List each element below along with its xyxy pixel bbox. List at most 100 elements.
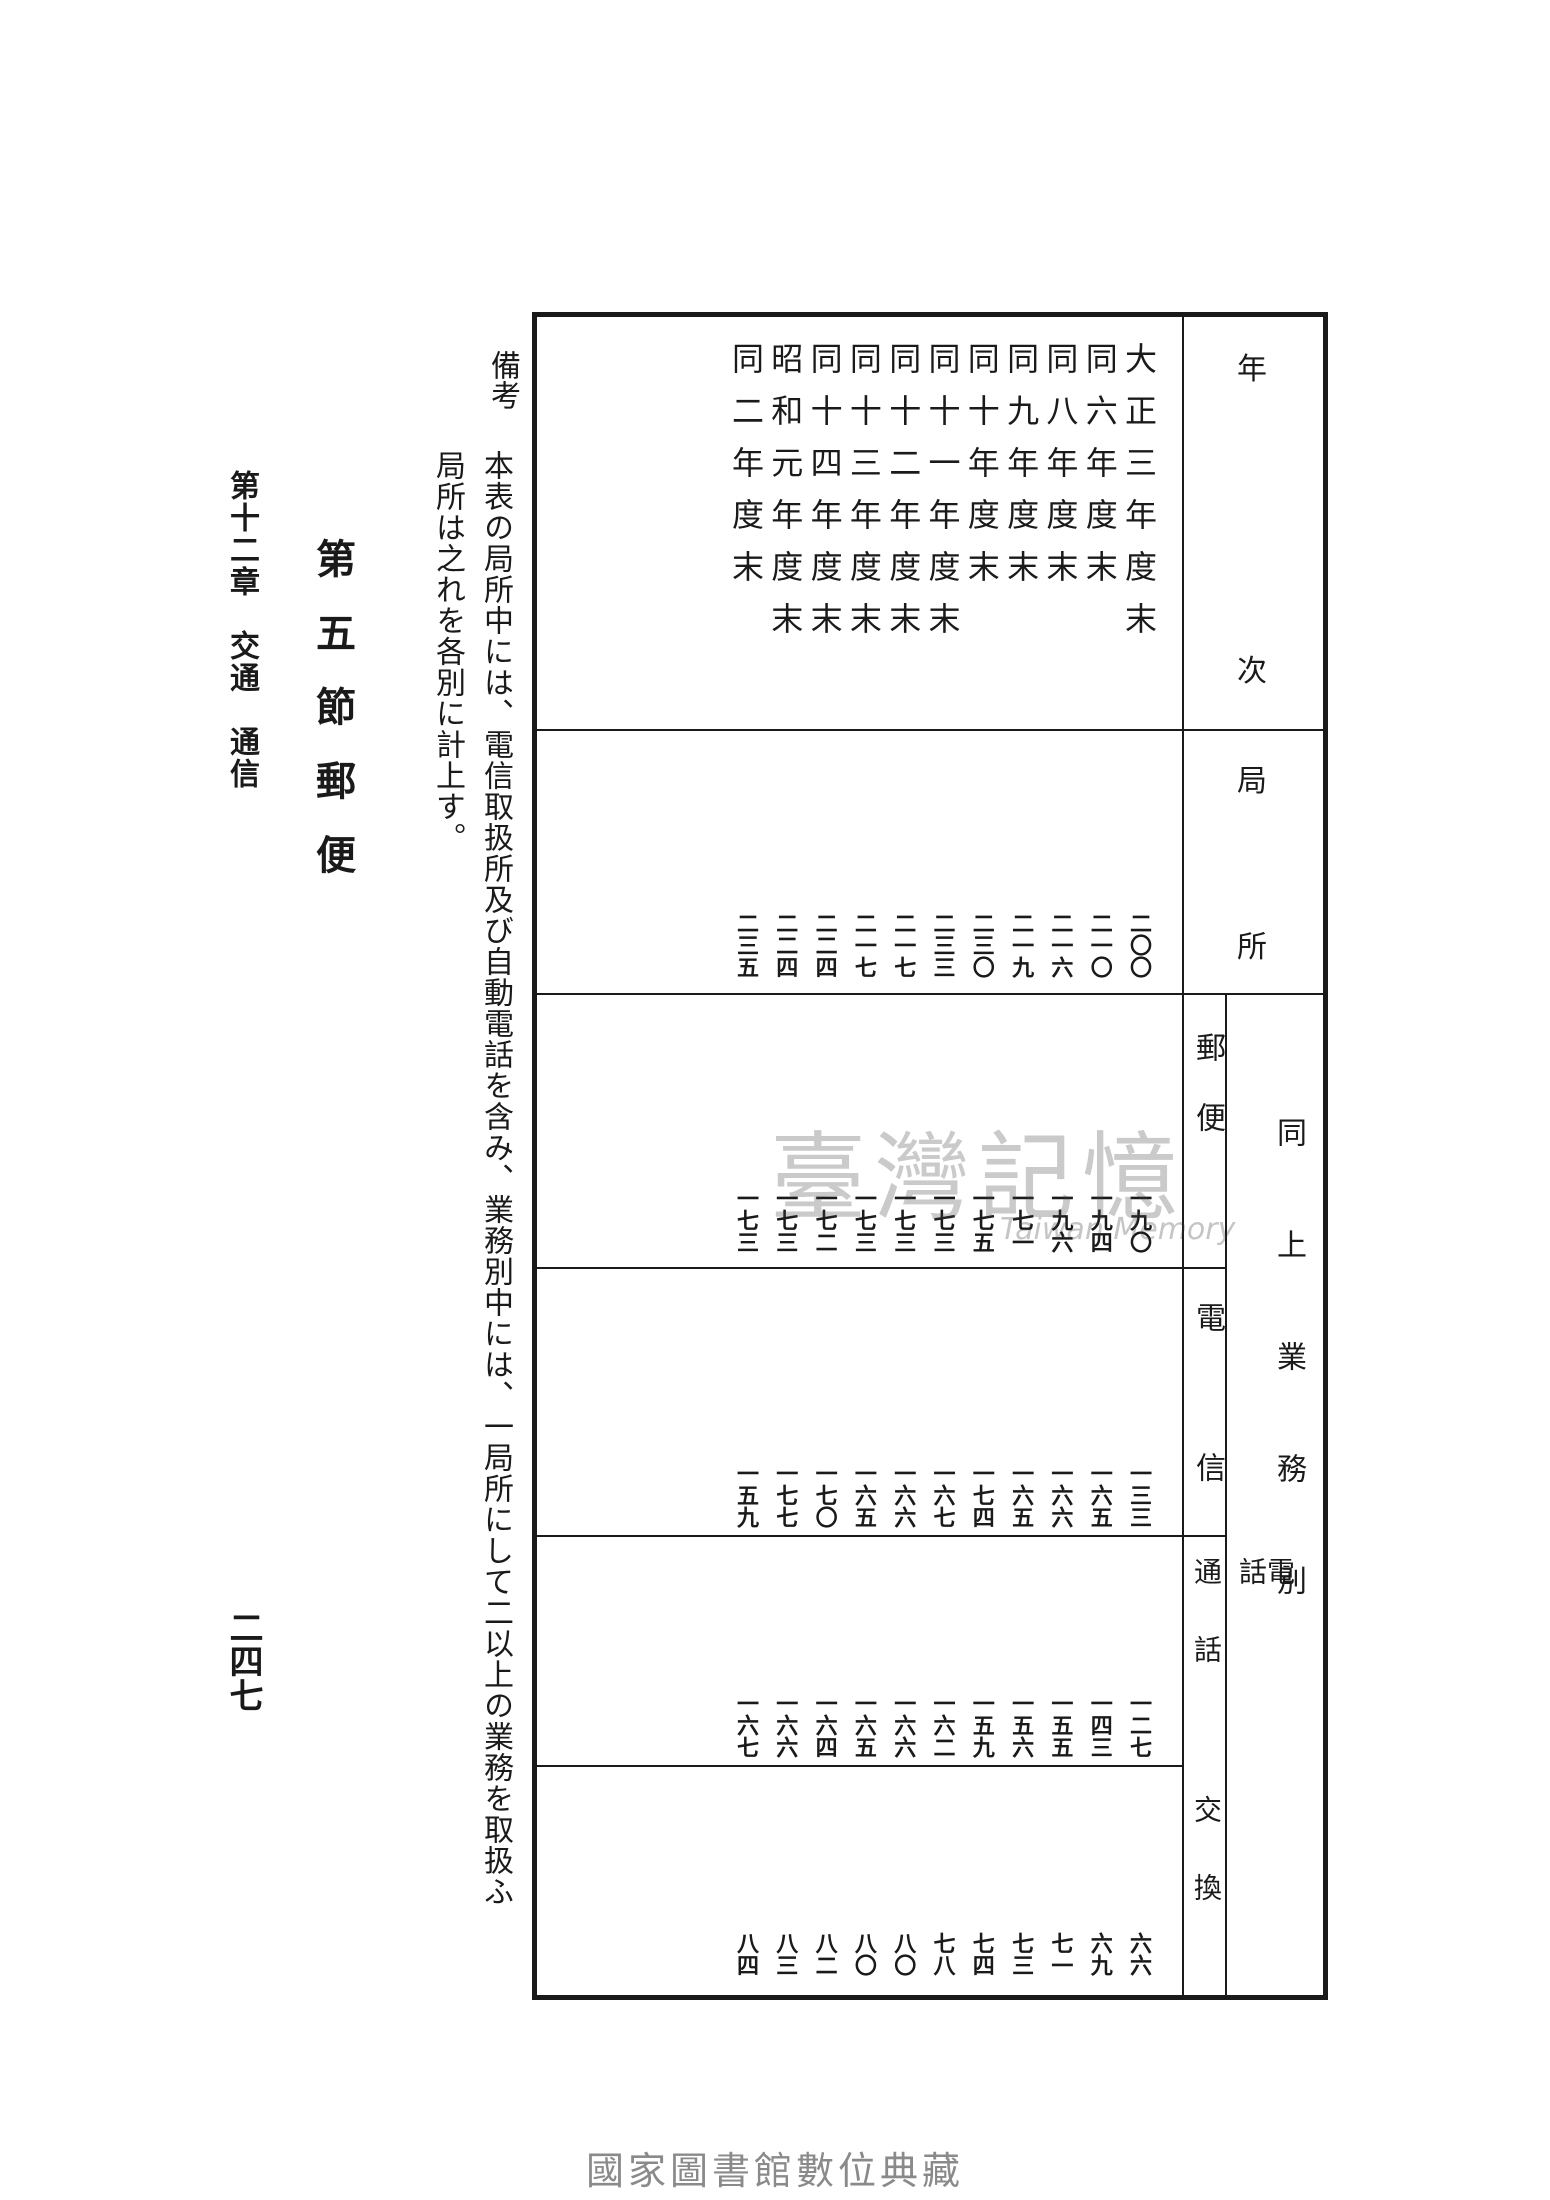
- cell-exchange: 八二: [811, 1932, 838, 1976]
- cell-exchange: 七八: [929, 1932, 956, 1976]
- cell-telegraph: 一七〇: [811, 1462, 838, 1528]
- cell-offices: 二三〇: [968, 912, 995, 978]
- chapter-header: 第十二章 交通 通信: [224, 470, 259, 790]
- cell-postal: 一七一: [1008, 1187, 1035, 1253]
- cell-year: 同十一年度末: [923, 342, 962, 654]
- cell-telegraph: 一六六: [1047, 1462, 1074, 1528]
- cell-telegraph: 一六五: [1086, 1462, 1113, 1528]
- divider-telegraph-telephone: [537, 1535, 1227, 1537]
- cell-postal: 一九四: [1086, 1187, 1113, 1253]
- cell-calls: 一六六: [772, 1692, 799, 1758]
- cell-year: 同九年度末: [1002, 342, 1041, 602]
- cell-offices: 二二四: [811, 912, 838, 978]
- cell-telegraph: 一六七: [929, 1462, 956, 1528]
- cell-offices: 二二四: [772, 912, 799, 978]
- divider-header-body: [537, 729, 1323, 731]
- cell-telegraph: 一三三: [1126, 1462, 1152, 1528]
- footer-archive-label: 國家圖書館數位典藏: [585, 2149, 964, 2193]
- cell-exchange: 八〇: [850, 1932, 877, 1976]
- header-offices-1: 局: [1237, 764, 1267, 799]
- cell-postal: 一九六: [1047, 1187, 1074, 1253]
- divider-offices-postal: [537, 993, 1323, 995]
- cell-offices: 二一六: [1047, 912, 1074, 978]
- cell-calls: 一二七: [1126, 1692, 1152, 1758]
- cell-calls: 一五五: [1047, 1692, 1074, 1758]
- cell-offices: 二一〇: [1086, 912, 1113, 978]
- cell-telegraph: 一五九: [733, 1462, 759, 1528]
- cell-exchange: 八四: [733, 1932, 759, 1976]
- cell-offices: 二一七: [850, 912, 877, 978]
- cell-calls: 一五九: [968, 1692, 995, 1758]
- cell-offices: 二一七: [890, 912, 917, 978]
- cell-exchange: 八〇: [890, 1932, 917, 1976]
- cell-telegraph: 一七七: [772, 1462, 799, 1528]
- watermark-english: Taiwan Memory: [1000, 1212, 1236, 1247]
- divider-header-left: [1182, 317, 1184, 1995]
- cell-calls: 一六六: [890, 1692, 917, 1758]
- cell-calls: 一四三: [1086, 1692, 1113, 1758]
- header-telephone: 電話: [1235, 1557, 1296, 1875]
- cell-calls: 一六四: [811, 1692, 838, 1758]
- remarks-label: 備考: [485, 350, 520, 410]
- cell-year: 同十年度末: [962, 342, 1001, 602]
- cell-exchange: 七一: [1047, 1932, 1074, 1976]
- cell-calls: 一五六: [1008, 1692, 1035, 1758]
- cell-postal: 一七三: [929, 1187, 956, 1253]
- section-title: 第 五 節 郵 便: [316, 540, 356, 910]
- cell-postal: 一七三: [733, 1187, 759, 1253]
- header-same-by-business: 同上業務別: [1271, 1117, 1306, 1677]
- watermark: 臺灣記憶 Taiwan Memory: [770, 1100, 1235, 1247]
- cell-postal: 一七三: [772, 1187, 799, 1253]
- cell-exchange: 六九: [1086, 1932, 1113, 1976]
- section-title-char: 第: [316, 536, 356, 583]
- cell-telegraph: 一七四: [968, 1462, 995, 1528]
- section-title-char: 郵: [316, 758, 356, 805]
- header-postal: 郵便: [1190, 1032, 1225, 1172]
- cell-postal: 一七五: [968, 1187, 995, 1253]
- header-year-2: 次: [1237, 654, 1267, 689]
- cell-telegraph: 一六五: [850, 1462, 877, 1528]
- cell-exchange: 七三: [1008, 1932, 1035, 1976]
- cell-exchange: 六六: [1126, 1932, 1152, 1976]
- section-title-char: 節: [316, 684, 356, 731]
- cell-telegraph: 一六六: [890, 1462, 917, 1528]
- cell-offices: 二一九: [1008, 912, 1035, 978]
- cell-offices: 二〇〇: [1126, 912, 1152, 978]
- cell-telegraph: 一六五: [1008, 1462, 1035, 1528]
- cell-year: 昭和元年度末: [766, 342, 805, 654]
- watermark-chinese: 臺灣記憶: [770, 1122, 1186, 1234]
- header-telephone-exchange: 交換: [1190, 1795, 1223, 1951]
- header-year-1: 年: [1237, 352, 1267, 387]
- header-offices-2: 所: [1237, 930, 1267, 965]
- cell-exchange: 八三: [772, 1932, 799, 1976]
- cell-postal: 一七二: [811, 1187, 838, 1253]
- cell-year: 同十二年度末: [884, 342, 923, 654]
- page-number: 二四七: [223, 1610, 263, 1712]
- header-telephone-calls: 通話: [1190, 1557, 1223, 1713]
- header-telegraph: 電信: [1190, 1302, 1225, 1602]
- cell-postal: 一七三: [890, 1187, 917, 1253]
- cell-exchange: 七四: [968, 1932, 995, 1976]
- divider-postal-telegraph: [537, 1267, 1227, 1269]
- remarks-line-2: 局所は之れを各別に計上す。: [430, 450, 465, 853]
- cell-year: 同二年度末: [727, 342, 765, 602]
- cell-postal: 一七三: [850, 1187, 877, 1253]
- cell-offices: 二三五: [733, 912, 759, 978]
- cell-postal: 一九〇: [1126, 1187, 1152, 1253]
- cell-offices: 二三三: [929, 912, 956, 978]
- remarks-line-1: 本表の局所中には、電信取扱所及び自動電話を含み、業務別中には、一局所にして二以上…: [478, 450, 513, 1907]
- cell-calls: 一六五: [850, 1692, 877, 1758]
- divider-telephone-sub: [1182, 1535, 1184, 1995]
- statistics-table: 年 次 局 所 同上業務別 郵便 電信 電話 通話 交換 大正三年度末二〇〇一九…: [532, 312, 1328, 2000]
- section-title-char: 便: [316, 832, 356, 879]
- cell-year: 大正三年度末: [1120, 342, 1158, 654]
- divider-calls-exchange: [537, 1765, 1182, 1767]
- section-title-char: 五: [316, 610, 356, 657]
- cell-year: 同八年度末: [1041, 342, 1080, 602]
- cell-year: 同十三年度末: [844, 342, 883, 654]
- cell-calls: 一六二: [929, 1692, 956, 1758]
- cell-calls: 一六七: [733, 1692, 759, 1758]
- divider-header-subcolumns: [1225, 993, 1227, 1995]
- cell-year: 同六年度末: [1080, 342, 1119, 602]
- cell-year: 同十四年度末: [805, 342, 844, 654]
